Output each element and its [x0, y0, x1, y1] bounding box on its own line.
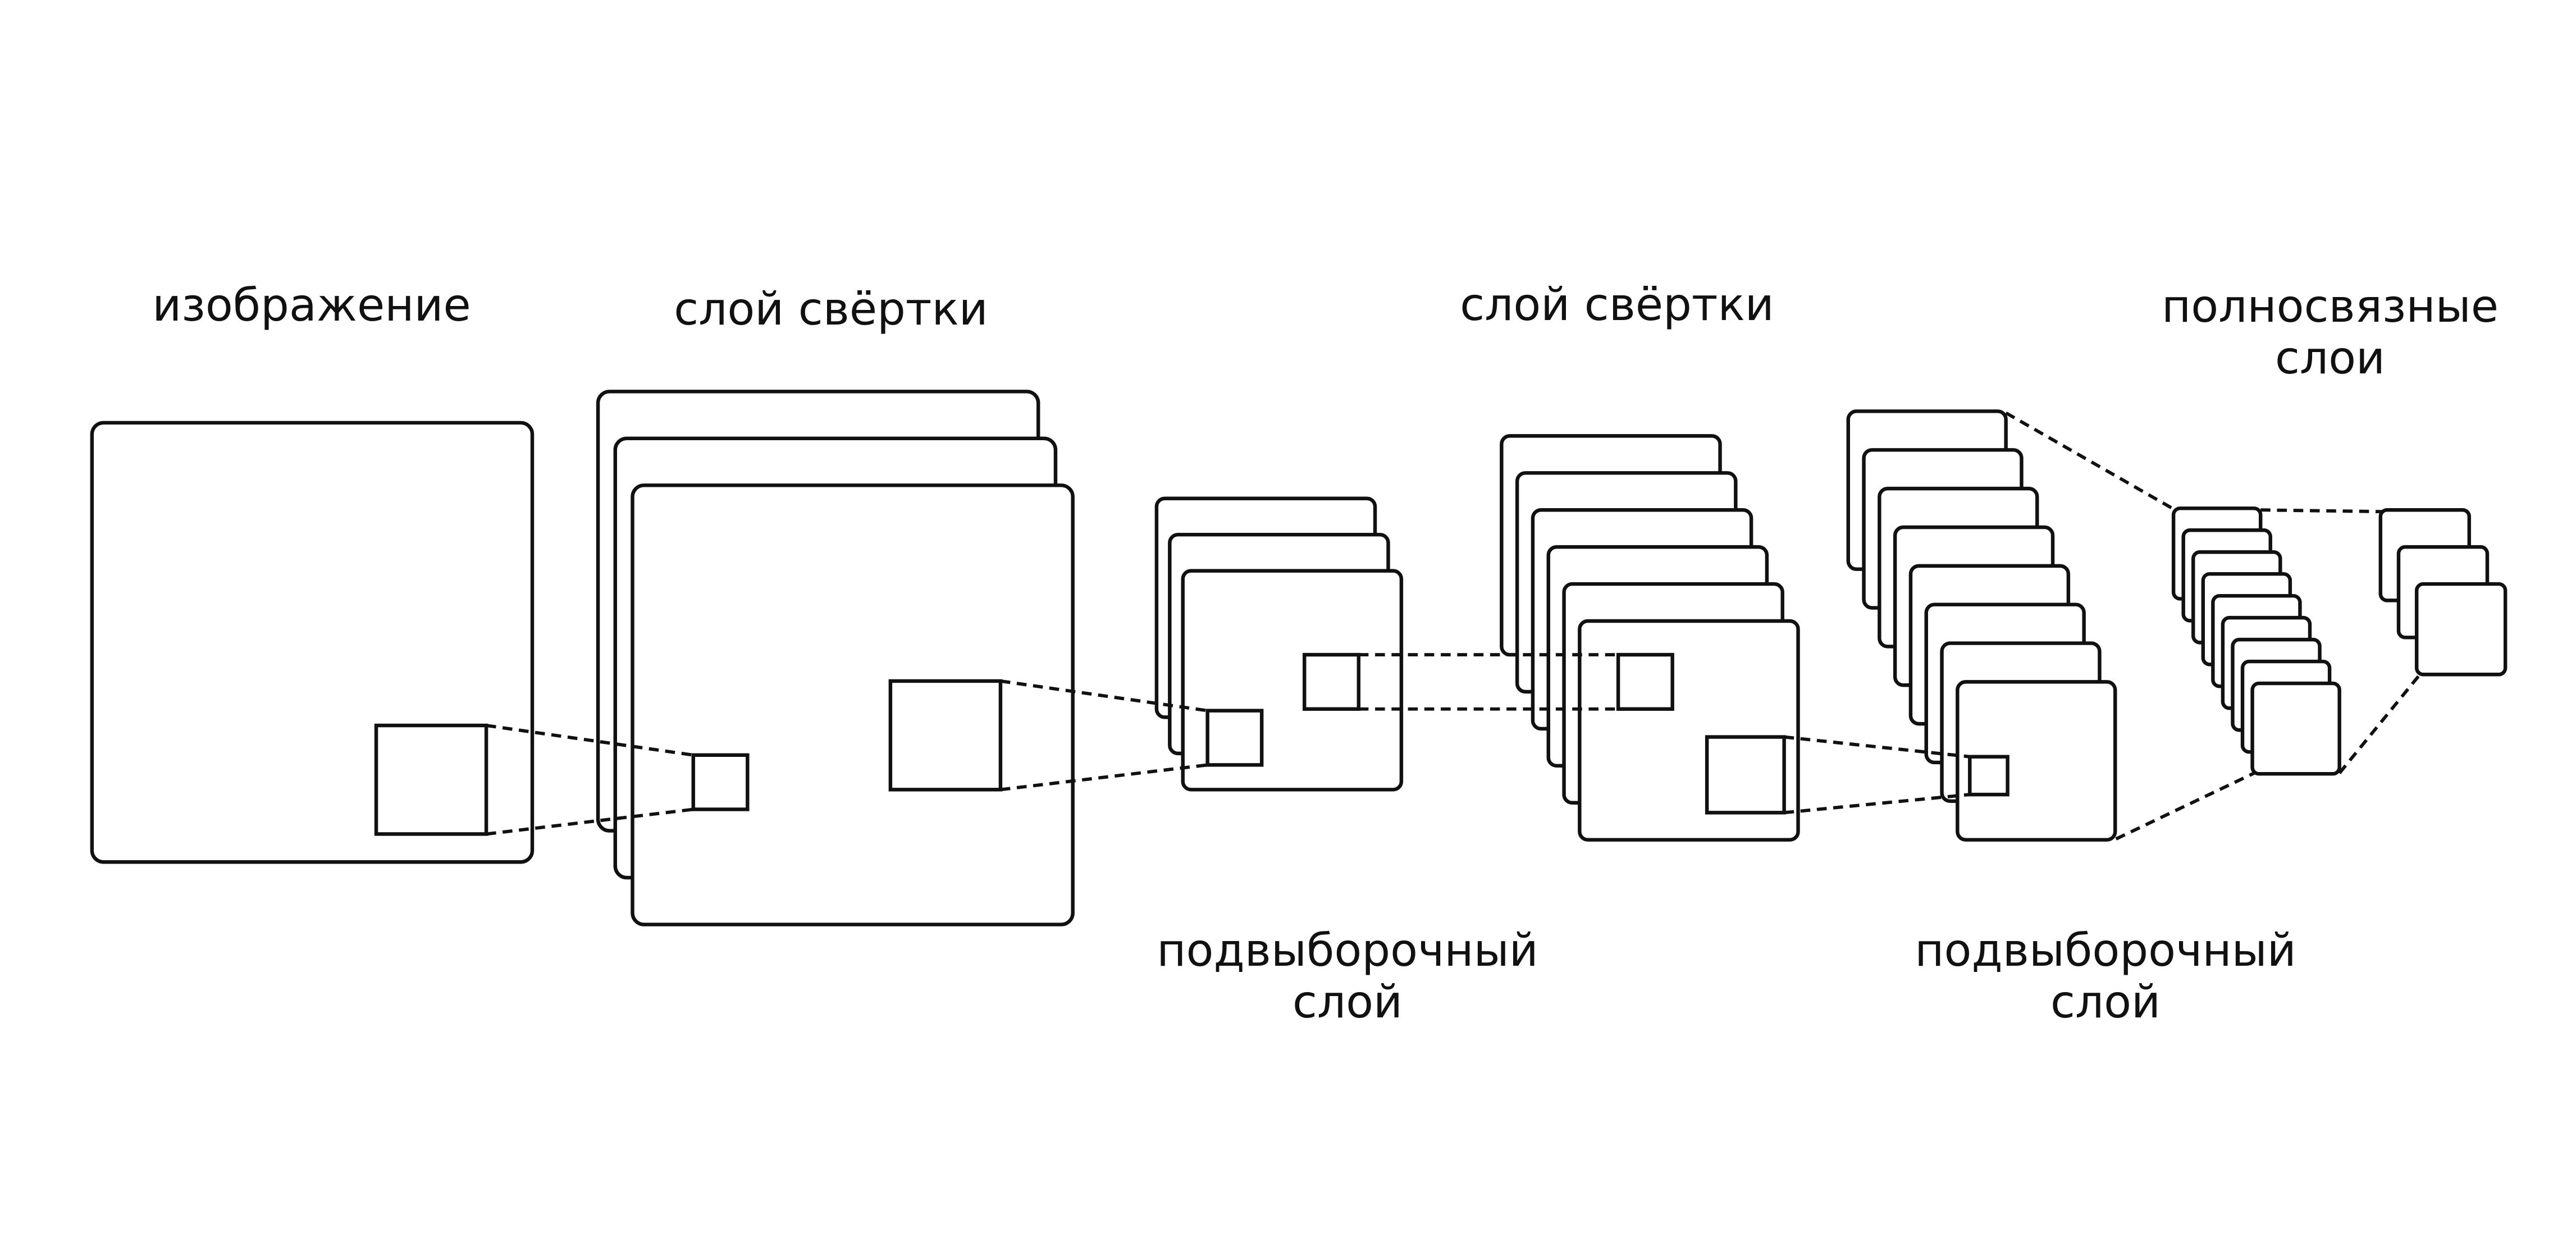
label-image: изображение	[152, 279, 471, 331]
link-input-conv1-top	[486, 724, 694, 757]
link-conv1-pool1-bottom	[1000, 763, 1208, 792]
input-window	[374, 723, 488, 836]
conv2-window	[1705, 735, 1786, 815]
receptive-windows	[374, 652, 2009, 836]
link-fc1-fc2-top	[2260, 508, 2382, 514]
fc2-unit-3	[2414, 582, 2508, 677]
link-conv1-pool1-top	[1000, 679, 1208, 713]
conv1-window	[888, 679, 1003, 792]
feature-maps	[90, 390, 2508, 926]
link-fc1-fc2-bottom	[2338, 673, 2422, 774]
label-pool1: подвыборочный слой	[1157, 924, 1538, 1028]
pool2-target-window	[1968, 755, 2009, 797]
label-pool2: подвыборочный слой	[1915, 924, 2296, 1028]
label-conv1: слой свёртки	[674, 283, 988, 335]
conv2-target-window	[1616, 652, 1674, 711]
label-fc: полносвязные слои	[2161, 280, 2499, 384]
link-pool2-fc1-bottom	[2115, 771, 2255, 841]
link-input-conv1-bottom	[486, 807, 694, 836]
pool1-window	[1303, 652, 1361, 711]
label-conv2: слой свёртки	[1460, 278, 1774, 331]
link-conv2-pool2-bottom	[1784, 793, 1970, 815]
conv1-target-window	[691, 753, 750, 811]
fc1-unit-9	[2250, 681, 2341, 776]
conv1-map-3	[631, 483, 1075, 926]
pool1-target-window	[1205, 709, 1264, 767]
connection-lines	[486, 411, 2422, 841]
pool2-map-8	[1956, 680, 2117, 842]
link-conv2-pool2-top	[1784, 735, 1970, 759]
